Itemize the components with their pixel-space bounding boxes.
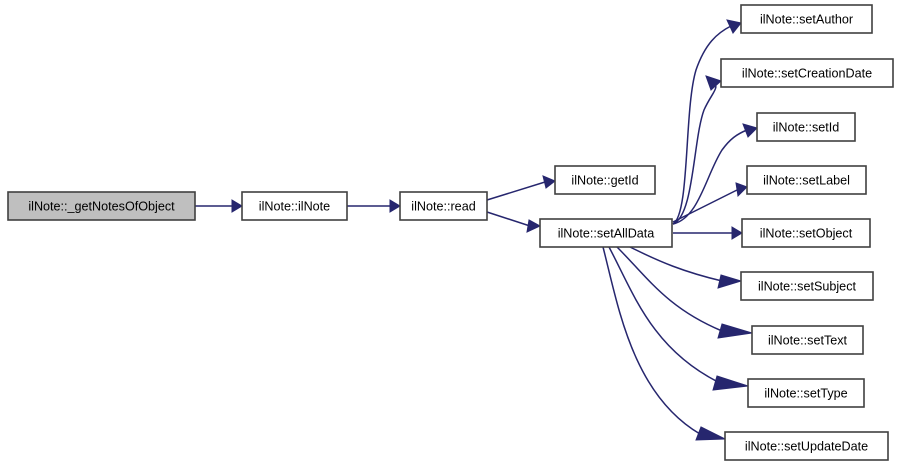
edge-setAllData-to-setSubject xyxy=(629,246,723,282)
arrowhead-setAllData-to-setObject xyxy=(731,226,743,240)
arrowhead-read-to-getId xyxy=(542,175,556,189)
node-label-read: ilNote::read xyxy=(411,199,475,213)
node-box-setObject[interactable] xyxy=(741,218,871,248)
node-box-setText[interactable] xyxy=(751,325,864,355)
arrowhead-setAllData-to-setType xyxy=(712,375,749,391)
edge-read-to-getId xyxy=(486,181,546,201)
node-setObject[interactable]: ilNote::setObject xyxy=(741,218,871,248)
node-label-setAuthor: ilNote::setAuthor xyxy=(760,12,853,26)
node-box-getId[interactable] xyxy=(554,165,656,195)
node-box-setId[interactable] xyxy=(756,112,856,142)
node-box-setSubject[interactable] xyxy=(740,271,874,301)
node-label-getNotesOfObject: ilNote::_getNotesOfObject xyxy=(28,199,175,213)
node-setAllData[interactable]: ilNote::setAllData xyxy=(539,218,673,248)
arrowhead-layer xyxy=(231,19,758,441)
edge-setAllData-to-setType xyxy=(608,246,719,383)
node-label-setAllData: ilNote::setAllData xyxy=(558,226,655,240)
node-setCreationDate[interactable]: ilNote::setCreationDate xyxy=(720,58,894,88)
node-box-setLabel[interactable] xyxy=(746,165,867,195)
node-box-setCreationDate[interactable] xyxy=(720,58,894,88)
node-setUpdateDate[interactable]: ilNote::setUpdateDate xyxy=(724,431,889,461)
node-setId[interactable]: ilNote::setId xyxy=(756,112,856,142)
node-setType[interactable]: ilNote::setType xyxy=(747,378,865,408)
node-setAuthor[interactable]: ilNote::setAuthor xyxy=(740,4,873,34)
edge-setAllData-to-setUpdateDate xyxy=(602,246,701,435)
node-box-getNotesOfObject[interactable] xyxy=(7,191,196,221)
node-ilNote[interactable]: ilNote::ilNote xyxy=(241,191,348,221)
node-label-getId: ilNote::getId xyxy=(571,173,638,187)
node-box-setUpdateDate[interactable] xyxy=(724,431,889,461)
node-label-setText: ilNote::setText xyxy=(768,333,848,347)
node-getNotesOfObject[interactable]: ilNote::_getNotesOfObject xyxy=(7,191,196,221)
arrowhead-read-to-setAllData xyxy=(526,219,542,233)
node-label-setObject: ilNote::setObject xyxy=(760,226,853,240)
node-box-setAllData[interactable] xyxy=(539,218,673,248)
arrowhead-setAllData-to-setAuthor xyxy=(726,19,742,34)
arrowhead-setAllData-to-setUpdateDate xyxy=(695,426,726,441)
node-box-setType[interactable] xyxy=(747,378,865,408)
edge-setAllData-to-setAuthor xyxy=(672,25,732,225)
arrowhead-setAllData-to-setLabel xyxy=(735,182,748,198)
arrowhead-setAllData-to-setSubject xyxy=(717,274,743,289)
node-box-setAuthor[interactable] xyxy=(740,4,873,34)
edge-setAllData-to-setId xyxy=(672,129,748,225)
edge-read-to-setAllData xyxy=(486,211,531,227)
node-setText[interactable]: ilNote::setText xyxy=(751,325,864,355)
arrowhead-ilNote-to-read xyxy=(389,199,401,213)
node-box-ilNote[interactable] xyxy=(241,191,348,221)
arrowhead-setAllData-to-setCreationDate xyxy=(705,75,722,91)
node-label-setId: ilNote::setId xyxy=(773,120,840,134)
node-label-setUpdateDate: ilNote::setUpdateDate xyxy=(745,439,868,453)
arrowhead-setAllData-to-setId xyxy=(742,123,758,138)
arrowhead-setAllData-to-setText xyxy=(717,323,753,339)
node-label-ilNote: ilNote::ilNote xyxy=(259,199,330,213)
edge-layer xyxy=(195,25,748,435)
edge-setAllData-to-setText xyxy=(616,246,723,332)
node-label-setType: ilNote::setType xyxy=(764,386,847,400)
node-box-read[interactable] xyxy=(399,191,488,221)
edge-setAllData-to-setLabel xyxy=(672,189,738,223)
arrowhead-getNotesOfObject-to-ilNote xyxy=(231,199,243,213)
node-read[interactable]: ilNote::read xyxy=(399,191,488,221)
node-setLabel[interactable]: ilNote::setLabel xyxy=(746,165,867,195)
node-setSubject[interactable]: ilNote::setSubject xyxy=(740,271,874,301)
node-label-setLabel: ilNote::setLabel xyxy=(763,173,850,187)
node-label-setCreationDate: ilNote::setCreationDate xyxy=(742,66,872,80)
node-getId[interactable]: ilNote::getId xyxy=(554,165,656,195)
node-label-setSubject: ilNote::setSubject xyxy=(758,279,857,293)
edge-setAllData-to-setCreationDate xyxy=(672,81,717,225)
